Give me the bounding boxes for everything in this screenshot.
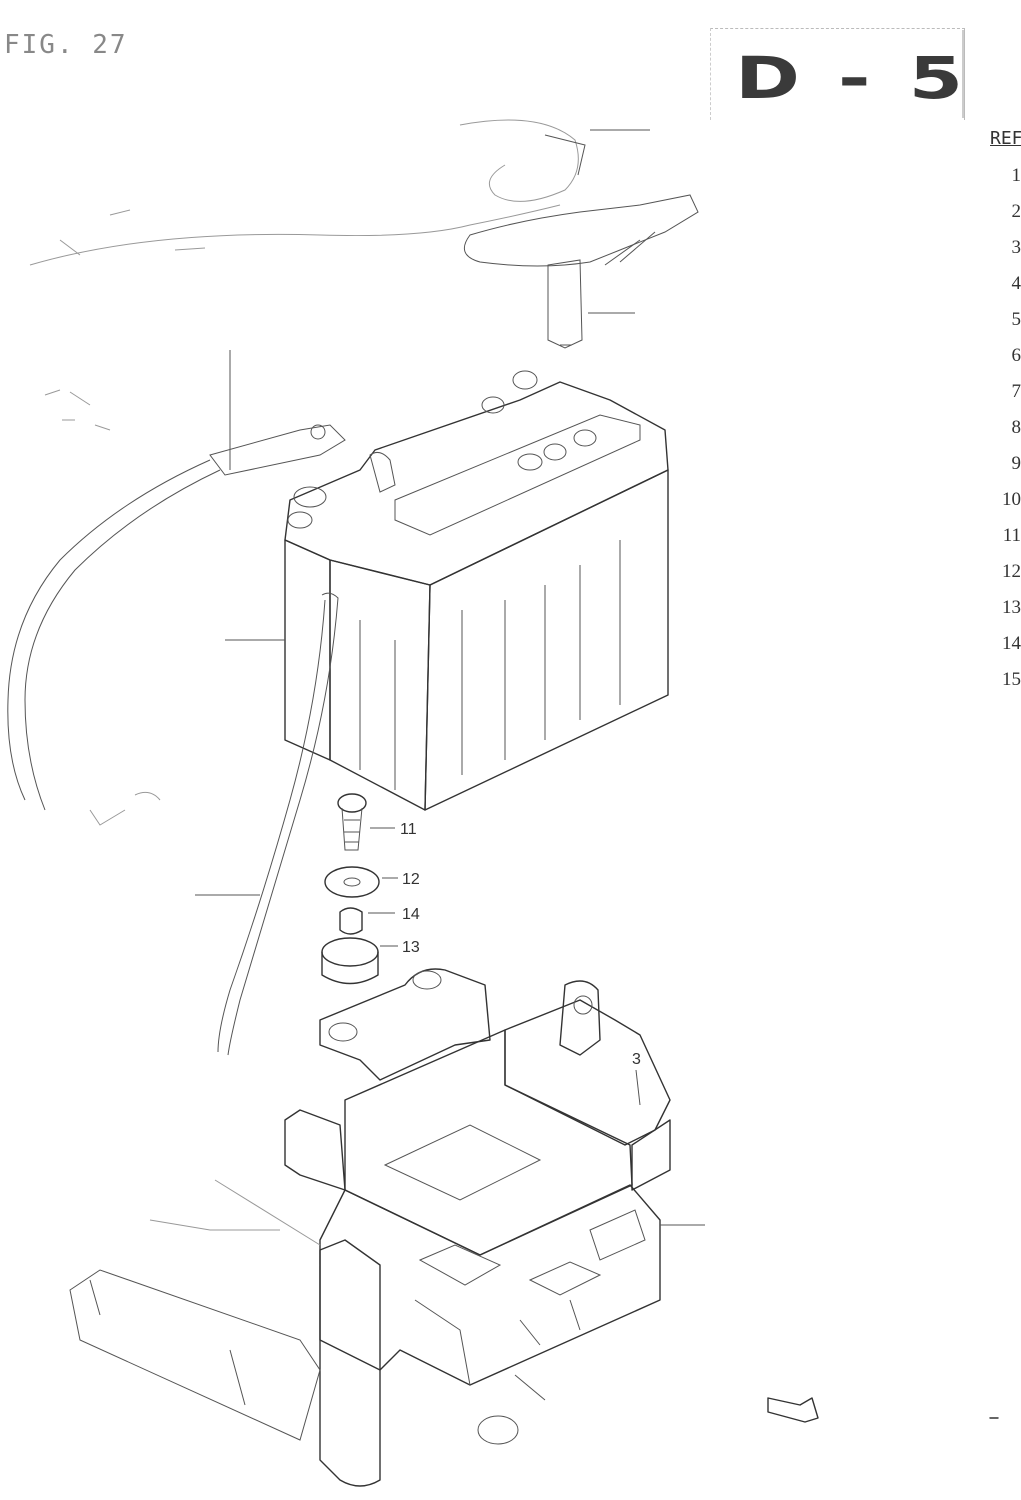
callout-number: 14	[402, 906, 420, 923]
collar	[339, 907, 363, 935]
bolt	[337, 793, 367, 851]
reference-header: REF	[990, 128, 1021, 149]
cushion	[321, 937, 379, 985]
direction-arrow-icon	[767, 1397, 819, 1423]
terminal-cable-assembly	[29, 119, 699, 349]
ref-number: 9	[1011, 453, 1021, 474]
callout-number: 3	[632, 1051, 641, 1068]
washer	[324, 866, 380, 898]
battery-holder	[69, 968, 671, 1487]
callout-number: 11	[400, 821, 417, 838]
ref-number: 8	[1011, 417, 1021, 438]
ref-number: 7	[1011, 381, 1021, 402]
ref-number: 1	[1011, 165, 1021, 186]
section-code: D - 5	[735, 44, 969, 112]
ref-number: 10	[1002, 489, 1021, 510]
battery-cable	[7, 389, 346, 826]
callout-number: 12	[402, 871, 420, 888]
ref-number: 15	[1002, 669, 1021, 690]
reference-list: 1 2 3 4 5 6 7 8 9 10 11 12 13 14 15	[995, 165, 1021, 705]
ref-number: 11	[1002, 525, 1021, 546]
ref-number: 14	[1002, 633, 1021, 654]
ref-number: 13	[1002, 597, 1021, 618]
callout-number: 13	[402, 939, 420, 956]
ref-number: 6	[1011, 345, 1021, 366]
vent-hose	[217, 592, 339, 1056]
leader-line	[514, 1374, 546, 1401]
leader-line	[635, 1069, 641, 1106]
ref-number: 3	[1011, 237, 1021, 258]
section-frame	[710, 28, 965, 120]
battery	[284, 370, 669, 811]
figure-label: FIG. 27	[4, 30, 128, 60]
ref-number: 2	[1011, 201, 1021, 222]
ref-number: 12	[1002, 561, 1021, 582]
ref-number: 5	[1011, 309, 1021, 330]
ref-number: 4	[1011, 273, 1021, 294]
